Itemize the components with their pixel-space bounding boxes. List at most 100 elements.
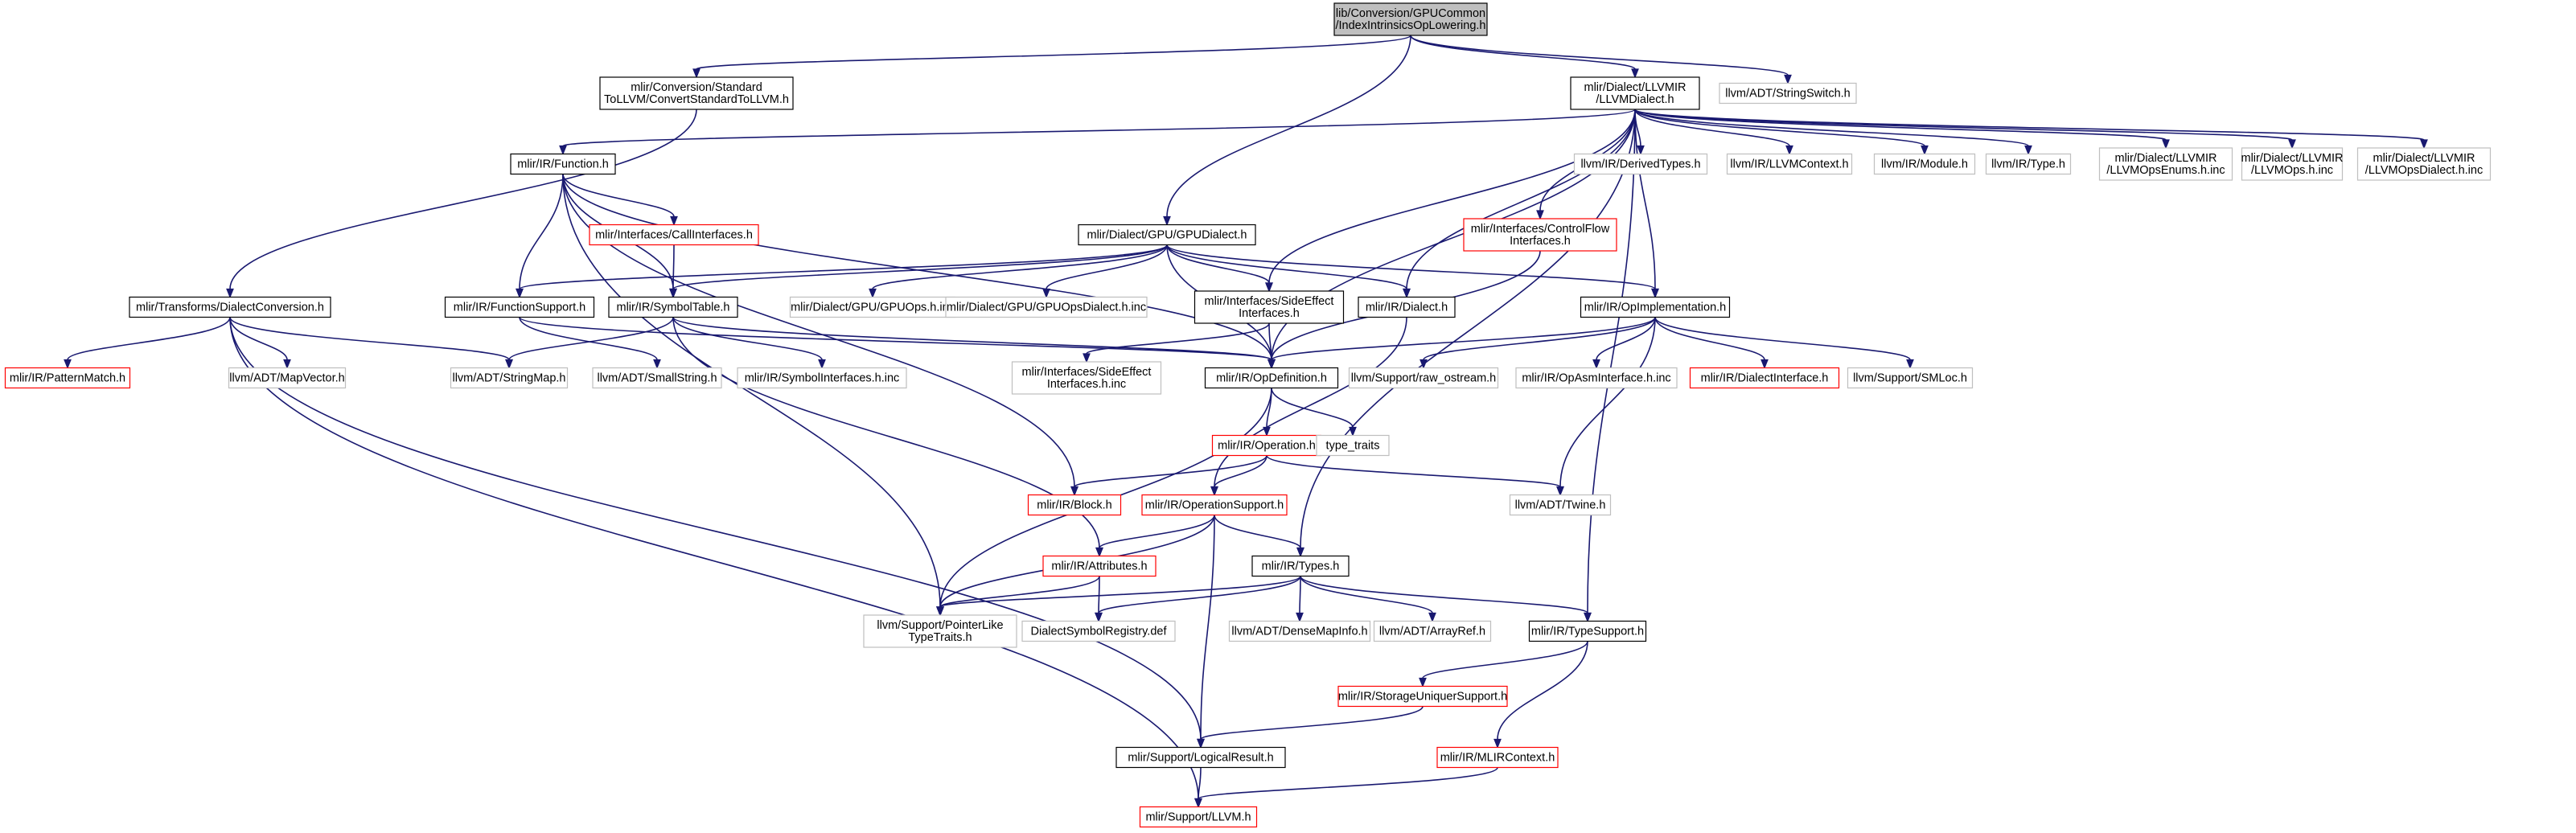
node-label: llvm/ADT/DenseMapInfo.h — [1231, 626, 1367, 638]
node-callinterfaces[interactable]: mlir/Interfaces/CallInterfaces.h — [589, 224, 759, 246]
edge-arrowhead — [1592, 359, 1600, 370]
node-box — [1873, 153, 1976, 175]
node-storageunique[interactable]: mlir/IR/StorageUniquerSupport.h — [1337, 685, 1508, 708]
edge-symboltable-to-symbolinterfaces — [672, 317, 826, 370]
node-symboltable[interactable]: mlir/IR/SymbolTable.h — [608, 296, 738, 318]
node-smallstring[interactable]: llvm/ADT/SmallString.h — [592, 367, 722, 389]
edge-line — [519, 244, 1168, 290]
node-label: llvm/ADT/StringMap.h — [452, 372, 565, 385]
node-llvmcontext[interactable]: llvm/IR/LLVMContext.h — [1726, 153, 1853, 175]
edge-operation-to-opsupport — [1210, 455, 1267, 497]
node-convstd[interactable]: mlir/Conversion/StandardToLLVM/ConvertSt… — [599, 76, 794, 110]
edge-arrowhead — [1095, 612, 1103, 623]
edge-arrowhead — [1403, 288, 1411, 299]
node-functionsupport[interactable]: mlir/IR/FunctionSupport.h — [444, 296, 595, 318]
node-mlircontext[interactable]: mlir/IR/MLIRContext.h — [1436, 746, 1559, 769]
node-opsupport[interactable]: mlir/IR/OperationSupport.h — [1141, 494, 1288, 516]
node-box — [1204, 367, 1339, 389]
node-label: llvm/ADT/SmallString.h — [597, 372, 717, 385]
edge-line — [1046, 244, 1168, 289]
edge-line — [1423, 317, 1656, 361]
node-sideeffectinc[interactable]: mlir/Interfaces/SideEffectInterfaces.h.i… — [1011, 361, 1162, 395]
edge-line — [562, 174, 1075, 487]
node-box — [1689, 367, 1840, 389]
node-label: mlir/IR/Dialect.h — [1366, 302, 1448, 314]
node-label: llvm/IR/LLVMContext.h — [1730, 158, 1848, 171]
node-llvmops[interactable]: mlir/Dialect/LLVMIR/LLVMOps.h.inc — [2241, 147, 2344, 181]
node-attributes[interactable]: mlir/IR/Attributes.h — [1042, 555, 1157, 577]
node-supportllvm[interactable]: mlir/Support/LLVM.h — [1139, 806, 1258, 828]
node-label: mlir/IR/Types.h — [1262, 560, 1340, 573]
node-typetraits[interactable]: type_traits — [1316, 434, 1390, 457]
edge-line — [1098, 576, 1301, 614]
node-label: llvm/Support/raw_ostream.h — [1351, 372, 1497, 385]
node-typesupport[interactable]: mlir/IR/TypeSupport.h — [1528, 620, 1647, 642]
edge-line — [872, 244, 1168, 290]
edge-line — [672, 244, 675, 289]
edge-types-to-densemapinfo — [1296, 576, 1304, 623]
node-label: mlir/IR/OpImplementation.h — [1584, 302, 1726, 314]
edge-line — [1634, 109, 2167, 141]
edge-llvmdialect-to-llvmcontext — [1634, 109, 1793, 156]
node-box — [1194, 290, 1345, 324]
node-opasminterface[interactable]: mlir/IR/OpAsmInterface.h.inc — [1515, 367, 1678, 389]
node-operation[interactable]: mlir/IR/Operation.h — [1211, 434, 1322, 457]
node-block[interactable]: mlir/IR/Block.h — [1027, 494, 1122, 516]
edge-arrowhead — [1197, 738, 1205, 749]
node-types[interactable]: mlir/IR/Types.h — [1251, 555, 1350, 577]
node-opimpl[interactable]: mlir/IR/OpImplementation.h — [1580, 296, 1731, 318]
node-box — [1509, 494, 1612, 516]
edge-llvmdialect-to-sideeffect — [1265, 109, 1636, 293]
node-label: mlir/IR/StorageUniquerSupport.h — [1338, 691, 1507, 704]
node-module[interactable]: llvm/IR/Module.h — [1873, 153, 1976, 175]
node-dialectinterface[interactable]: mlir/IR/DialectInterface.h — [1689, 367, 1840, 389]
node-symbolinterfaces[interactable]: mlir/IR/SymbolInterfaces.h.inc — [737, 367, 907, 389]
node-llvmdialect[interactable]: mlir/Dialect/LLVMIR/LLVMDialect.h — [1570, 76, 1700, 110]
edge-arrowhead — [1631, 68, 1639, 79]
node-box — [228, 367, 347, 389]
node-box — [1436, 746, 1559, 769]
node-function[interactable]: mlir/IR/Function.h — [510, 153, 616, 175]
node-twine[interactable]: llvm/ADT/Twine.h — [1509, 494, 1612, 516]
edge-line — [1166, 244, 1407, 290]
node-logicalresult[interactable]: mlir/Support/LogicalResult.h — [1115, 746, 1286, 769]
node-gpudialect[interactable]: mlir/Dialect/GPU/GPUDialect.h — [1078, 224, 1256, 246]
node-irtype[interactable]: llvm/IR/Type.h — [1985, 153, 2072, 175]
edge-line — [1271, 317, 1656, 361]
node-patternmatch[interactable]: mlir/IR/PatternMatch.h — [4, 367, 131, 389]
node-gpuops[interactable]: mlir/Dialect/GPU/GPUOps.h.inc — [789, 296, 956, 318]
node-stringmap[interactable]: llvm/ADT/StringMap.h — [450, 367, 569, 389]
edge-line — [1086, 322, 1270, 355]
edge-line — [1654, 317, 1911, 361]
edge-arrowhead — [516, 288, 524, 299]
edge-line — [1634, 109, 2029, 147]
node-irdialect[interactable]: mlir/IR/Dialect.h — [1358, 296, 1456, 318]
node-label: mlir/Dialect/LLVMIR — [1584, 81, 1686, 94]
node-densemapinfo[interactable]: llvm/ADT/DenseMapInfo.h — [1228, 620, 1371, 642]
edge-root-to-gpudialect — [1163, 35, 1411, 227]
node-box — [1042, 555, 1157, 577]
node-opsenums[interactable]: mlir/Dialect/LLVMIR/LLVMOpsEnums.h.inc — [2098, 147, 2233, 181]
node-dialectconv[interactable]: mlir/Transforms/DialectConversion.h — [129, 296, 331, 318]
node-box — [1719, 82, 1857, 105]
node-stringswitch[interactable]: llvm/ADT/StringSwitch.h — [1719, 82, 1857, 105]
node-opsdialect[interactable]: mlir/Dialect/LLVMIR/LLVMOpsDialect.h.inc — [2356, 147, 2492, 181]
node-arrayref[interactable]: llvm/ADT/ArrayRef.h — [1373, 620, 1492, 642]
edge-irdialect-to-opsupport — [1210, 317, 1407, 497]
node-box — [1316, 434, 1390, 457]
node-smloc[interactable]: llvm/Support/SMLoc.h — [1847, 367, 1974, 389]
node-label: mlir/Dialect/LLVMIR — [2241, 152, 2343, 165]
node-derivedtypes[interactable]: llvm/IR/DerivedTypes.h — [1573, 153, 1708, 175]
node-gpuopsdialect[interactable]: mlir/Dialect/GPU/GPUOpsDialect.h.inc — [945, 296, 1148, 318]
node-rawostream[interactable]: llvm/Support/raw_ostream.h — [1348, 367, 1499, 389]
edge-symboltable-to-opdefinition — [672, 316, 1276, 370]
edge-line — [1406, 109, 1636, 289]
node-dsregistry[interactable]: DialectSymbolRegistry.def — [1021, 620, 1176, 642]
edge-line — [1300, 576, 1588, 614]
node-mapvector[interactable]: llvm/ADT/MapVector.h — [228, 367, 347, 389]
node-opdefinition[interactable]: mlir/IR/OpDefinition.h — [1204, 367, 1339, 389]
